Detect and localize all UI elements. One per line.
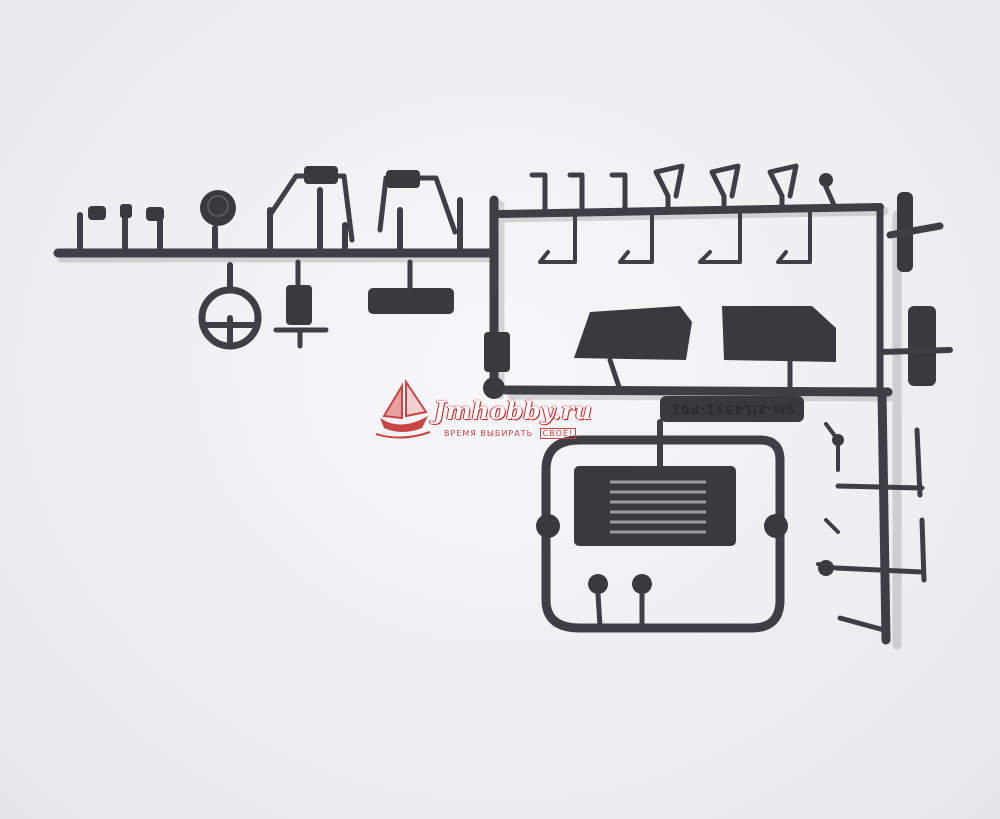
- gear-part: [286, 285, 312, 325]
- step-plate: [908, 306, 936, 386]
- watermark-site-name: Jmhobby.ru: [434, 396, 593, 425]
- headlight-left: [588, 574, 608, 594]
- radiator-grille: [574, 466, 736, 546]
- watermark-logo: Jmhobby.ru ВРЕМЯ ВЫБИРАТЬ СВОЁ!: [372, 376, 632, 446]
- middle-runner: [501, 385, 893, 397]
- grille-frame: [541, 435, 785, 633]
- watermark-tagline-row: ВРЕМЯ ВЫБИРАТЬ СВОЁ!: [444, 428, 577, 439]
- handle-3: [767, 163, 799, 211]
- small-part-1: [88, 206, 106, 220]
- watermark-tagline-end: СВОЁ!: [539, 428, 577, 439]
- top-right-runner: [496, 203, 884, 218]
- watermark-tagline: ВРЕМЯ ВЫБИРАТЬ: [444, 429, 534, 438]
- right-runner: [877, 387, 891, 645]
- headlight-right: [632, 574, 652, 594]
- handle-1: [653, 163, 685, 213]
- sailboat-logo-icon: [375, 378, 431, 439]
- mirror-frame-1: [267, 173, 355, 243]
- handle-2: [709, 163, 741, 212]
- dome-part: [200, 190, 236, 226]
- sprue-code-label: SM-ZIL4331-P01: [670, 402, 796, 416]
- seat-right: [722, 306, 836, 362]
- seat-left: [574, 306, 692, 360]
- rear-view-mirror: [368, 288, 454, 314]
